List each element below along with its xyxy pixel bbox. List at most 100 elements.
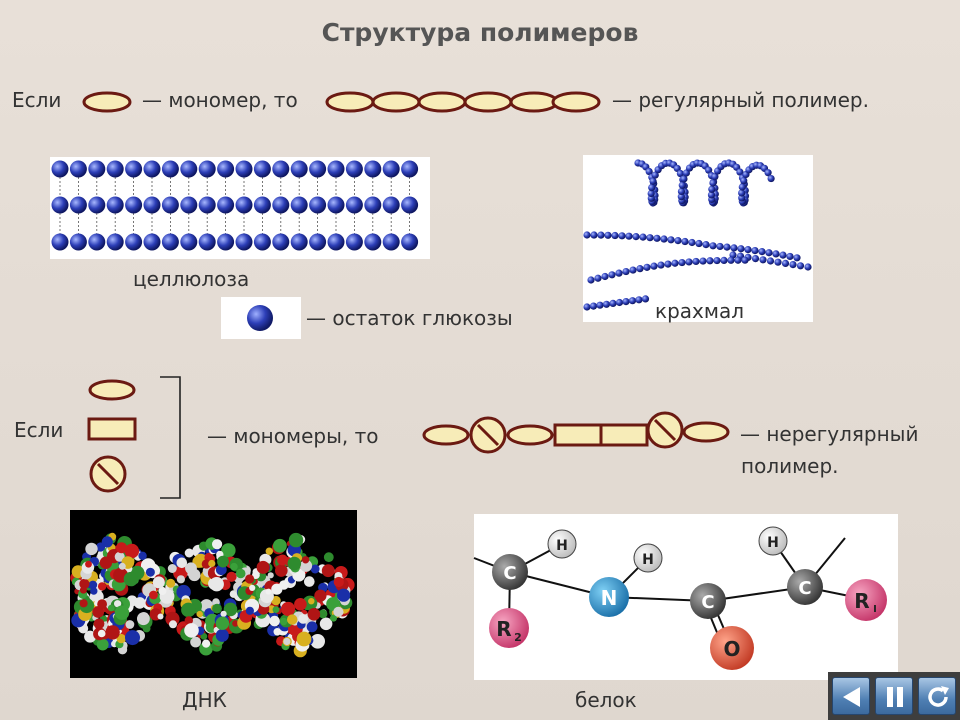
svg-text:R: R [496,617,511,641]
glucose-bead [345,233,363,251]
dna-atom [306,621,318,633]
glucose-bead [125,160,143,178]
starch-bead [594,274,602,282]
dna-atom [208,559,216,568]
starch-bead [779,251,787,259]
dna-atom [114,600,122,608]
starch-bead [622,298,630,306]
starch-bead [677,193,685,201]
starch-bead [657,261,665,269]
dna-atom [114,605,130,620]
starch-bead [685,258,693,266]
glucose-bead [309,160,327,178]
svg-text:C: C [701,592,714,613]
glucose-bead [272,160,290,178]
dna-atom [196,610,203,618]
atom-c-1: C [492,554,528,590]
glucose-bead [143,233,161,251]
glucose-bead [198,196,216,214]
dna-atom [280,617,288,626]
starch-bead [677,187,686,196]
starch-bead [648,184,656,192]
dna-atom [173,565,188,581]
dna-atom [202,639,211,648]
dna-atom [232,620,239,627]
dna-atom [235,568,246,579]
svg-text:2: 2 [514,631,522,644]
glucose-bead [364,196,382,214]
starch-bead [751,255,760,263]
dna-atom [301,556,310,564]
dna-atom [176,557,188,569]
dna-atom [157,613,164,620]
monomer-ellipse [88,379,136,401]
dna-atom [184,623,199,638]
pause-button[interactable] [875,677,913,715]
glucose-bead [125,196,143,214]
dna-atom [265,547,273,555]
starch-bead [751,247,759,255]
dna-atom [90,587,98,595]
dna-atom [330,614,337,622]
starch-bead [587,276,595,284]
starch-panel: крахмал [583,155,813,323]
svg-text:R: R [854,589,869,613]
dna-atom [176,575,185,584]
cellulose-structure [51,160,419,251]
dna-atom [298,614,308,624]
starch-bead [804,263,812,271]
atom-o: O [710,626,754,670]
dna-atom [222,544,230,552]
glucose-bead [290,160,308,178]
bracket [160,376,181,499]
starch-bead [709,242,717,250]
starch-bead [680,175,688,183]
svg-text:C: C [798,578,811,599]
glucose-bead [235,160,253,178]
protein-label: белок [575,688,637,712]
starch-bead [764,169,772,177]
dna-atom [294,598,307,611]
atom-c-3: C [787,569,823,605]
glucose-bead [382,196,400,214]
starch-bead [758,248,766,256]
starch-bead [639,233,647,241]
dna-atom [215,616,230,630]
starch-bead [590,231,598,239]
prev-icon [843,687,860,707]
dna-atom [249,584,256,591]
dna-atom [283,602,295,613]
starch-bead [740,177,748,185]
if-label-2: Если [14,418,64,442]
glucose-bead [345,160,363,178]
starch-bead [651,171,659,179]
dna-atom [245,606,254,615]
glucose-bead [69,233,87,251]
dna-atom [333,576,344,588]
glucose-bead [180,233,198,251]
starch-bead [695,239,703,248]
replay-icon [928,686,949,707]
starch-bead [699,257,707,265]
dna-atom [287,614,298,625]
starch-bead [629,266,637,274]
dna-atom [101,536,113,548]
dna-atom [181,602,196,618]
glucose-bead [161,233,179,251]
dna-atom [124,543,140,559]
prev-button[interactable] [832,677,870,715]
dna-atom [116,633,126,644]
regular-polymer-chain [325,91,601,113]
dna-atom [107,604,115,612]
starch-bead [646,234,654,242]
replay-button[interactable] [918,677,956,715]
starch-bead [692,257,700,266]
dna-atom [116,542,127,554]
dna-atom [85,542,98,556]
dna-atom [223,602,238,617]
dna-atom [212,603,222,614]
glucose-bead [272,196,290,214]
